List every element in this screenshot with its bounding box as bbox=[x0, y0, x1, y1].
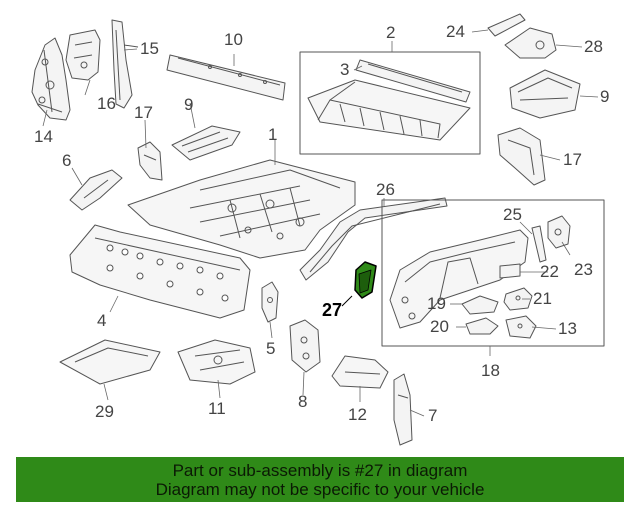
part-28-bracket bbox=[504, 27, 557, 59]
callout-13: 13 bbox=[558, 319, 577, 338]
callout-24: 24 bbox=[446, 22, 465, 41]
callout-25: 25 bbox=[503, 205, 522, 224]
callout-14: 14 bbox=[34, 127, 53, 146]
part-24-bracket bbox=[487, 13, 526, 37]
callout-3: 3 bbox=[340, 60, 350, 79]
callout-1: 1 bbox=[268, 125, 278, 144]
callout-16: 16 bbox=[97, 94, 116, 113]
part-26-rail-strip bbox=[299, 197, 448, 281]
callout-11: 11 bbox=[208, 399, 226, 418]
part-10-cross-member bbox=[166, 54, 286, 101]
part-15-pillar-strip bbox=[111, 19, 139, 109]
part-1-floor-pan bbox=[127, 159, 356, 259]
callout-4: 4 bbox=[97, 311, 107, 330]
group-box-18 bbox=[381, 199, 605, 347]
part-3-rail bbox=[355, 59, 471, 103]
callout-19: 19 bbox=[427, 294, 446, 313]
callout-20: 20 bbox=[430, 317, 449, 336]
callout-5: 5 bbox=[266, 339, 276, 358]
part-18-wheelhouse bbox=[389, 229, 529, 329]
callout-6: 6 bbox=[62, 151, 72, 170]
callout-8: 8 bbox=[298, 392, 308, 411]
part-27-highlighted bbox=[341, 261, 377, 307]
callout-17b: 17 bbox=[563, 150, 582, 169]
part-17-bracket-center bbox=[137, 141, 163, 181]
part-7-bracket bbox=[393, 373, 413, 446]
banner-line-2: Diagram may not be specific to your vehi… bbox=[155, 480, 485, 499]
part-23-bracket bbox=[547, 215, 571, 249]
part-6-bracket bbox=[69, 169, 123, 211]
callout-28: 28 bbox=[584, 37, 603, 56]
part-9-tray-right bbox=[509, 69, 581, 119]
callout-22: 22 bbox=[540, 262, 559, 281]
parts-diagram bbox=[31, 13, 605, 446]
callout-21: 21 bbox=[533, 289, 552, 308]
callout-9b: 9 bbox=[600, 87, 610, 106]
group-box-2 bbox=[299, 51, 481, 155]
part-12-tray bbox=[331, 355, 389, 389]
callout-9a: 9 bbox=[184, 95, 194, 114]
callout-12: 12 bbox=[348, 405, 367, 424]
callout-2: 2 bbox=[386, 23, 396, 42]
part-14-pillar-panel bbox=[31, 37, 71, 121]
part-4-rear-panel bbox=[69, 224, 251, 319]
callout-27: 27 bbox=[322, 300, 343, 320]
part-29-plate bbox=[59, 339, 161, 385]
callout-7: 7 bbox=[428, 406, 438, 425]
part-13-bracket bbox=[505, 315, 537, 339]
part-17-bracket-right bbox=[497, 127, 546, 186]
part-9-panel-center bbox=[171, 125, 241, 161]
info-banner: Part or sub-assembly is #27 in diagram D… bbox=[16, 457, 624, 502]
part-8-bracket bbox=[289, 319, 321, 373]
part-5-clip bbox=[261, 281, 279, 323]
callout-17a: 17 bbox=[134, 103, 153, 122]
part-19-plate bbox=[461, 295, 499, 315]
callout-15: 15 bbox=[140, 39, 159, 58]
part-22-plate bbox=[499, 263, 521, 279]
callout-10: 10 bbox=[224, 30, 243, 49]
part-20-bracket bbox=[465, 317, 499, 335]
part-2-tub bbox=[307, 79, 471, 141]
banner-line-1: Part or sub-assembly is #27 in diagram bbox=[172, 461, 468, 480]
callout-23: 23 bbox=[574, 260, 593, 279]
part-25-strip bbox=[531, 225, 547, 263]
part-21-bracket bbox=[503, 287, 533, 311]
part-16-inner-pillar bbox=[65, 29, 101, 81]
callout-29: 29 bbox=[95, 402, 114, 421]
part-11-bracket-assembly bbox=[177, 339, 256, 385]
callout-18: 18 bbox=[481, 361, 500, 380]
callout-26: 26 bbox=[376, 180, 395, 199]
